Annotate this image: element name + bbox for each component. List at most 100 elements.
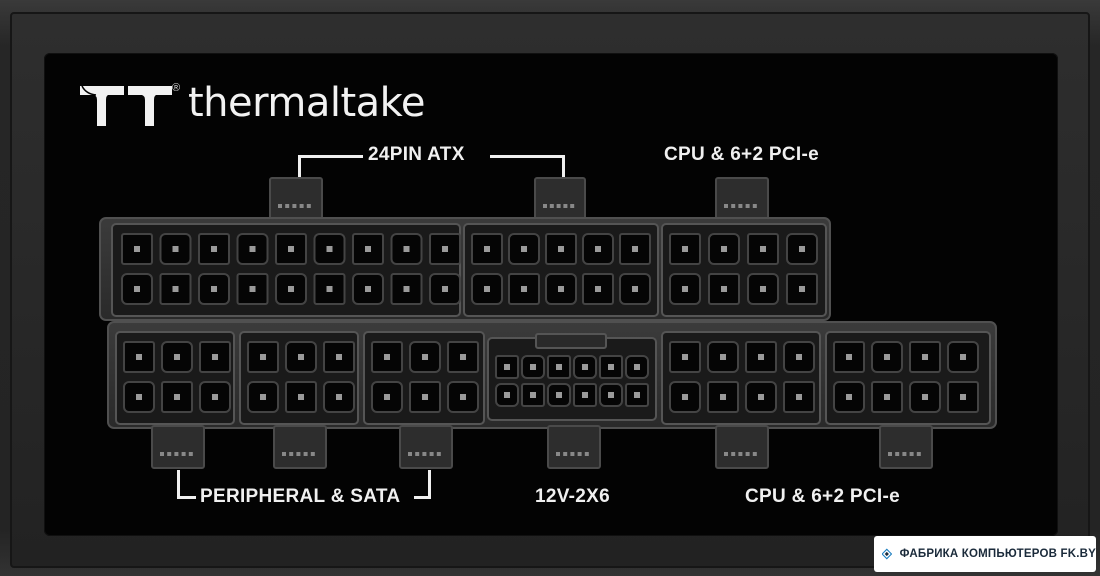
pin-contact [384,394,390,400]
latch-dot [745,204,750,208]
registered-mark: ® [172,82,181,94]
pin-contact [212,394,218,400]
pin-contact [298,354,304,360]
latch-dot [408,452,412,456]
atx-bracket-right [490,155,565,188]
latch-dot [306,204,311,208]
pin-contact [960,394,966,400]
pin-contact [249,246,256,252]
pin-contact [530,392,536,398]
pin-contact [720,354,726,360]
brand-name: thermaltake [188,80,426,126]
pin-contact [134,286,140,292]
pin-contact [682,394,688,400]
latch-dot [577,452,582,456]
latch-dot [415,452,420,456]
latch-dot [752,204,757,208]
latch-dot [563,204,568,208]
pin-contact [582,364,588,370]
pin-contact [682,286,688,292]
latch-dot [745,452,750,456]
pin-contact [682,246,688,252]
connector-latch [399,425,453,469]
latch-dot [549,204,554,208]
pin-contact [484,286,490,292]
pin-contact [595,286,601,292]
fk-logo-icon [882,548,892,560]
latch-dot [167,452,172,456]
pin-contact [558,246,564,252]
pin-contact [460,394,466,400]
pin-contact [172,286,179,292]
pin-contact [422,394,428,400]
pin-contact [298,394,304,400]
connector-latch [547,425,601,469]
latch-dot [731,452,736,456]
pin-contact [249,286,256,292]
pin-contact [760,286,766,292]
pin-contact [460,354,466,360]
pin-contact [558,286,564,292]
pin-contact [960,354,966,360]
pin-contact [556,364,562,370]
latch-dot [570,452,575,456]
latch-dot [278,204,282,208]
latch-dot [303,452,308,456]
cpu-pcie-bottom-block-1 [661,331,821,425]
pin-contact [521,286,527,292]
pin-contact [442,246,448,252]
pin-contact [174,394,180,400]
label-peripheral-sata: PERIPHERAL & SATA [200,486,401,507]
latch-dot [738,452,743,456]
pin-contact [504,392,510,398]
latch-dot [160,452,164,456]
pin-contact [336,394,342,400]
pin-contact [760,246,766,252]
pin-contact [582,392,588,398]
connector-latch [273,425,327,469]
tt-logo-icon [80,86,172,126]
pin-contact [884,394,890,400]
peripheral-bracket-right [414,470,431,499]
latch-dot [285,204,290,208]
pin-contact [634,364,640,370]
connector-latch [269,177,323,221]
peripheral-bracket-left [177,470,196,499]
latch-dot [563,452,568,456]
pin-contact [556,392,562,398]
latch-dot [429,452,434,456]
latch-dot [724,204,728,208]
watermark-badge: ФАБРИКА КОМПЬЮТЕРОВ FK.BY [874,536,1096,572]
pin-contact [442,286,448,292]
latch-dot [909,452,914,456]
connector-latch [879,425,933,469]
latch-dot [738,204,743,208]
latch-dot [422,452,427,456]
pin-contact [326,286,333,292]
pin-contact [846,354,852,360]
12v-2x6-sense-bar [535,333,607,349]
pin-contact [884,354,890,360]
pin-contact [796,394,802,400]
pin-contact [799,246,805,252]
pin-contact [288,286,294,292]
pin-contact [326,246,333,252]
pin-contact [846,394,852,400]
latch-dot [299,204,304,208]
pin-contact [721,286,727,292]
connector-latch [534,177,586,221]
pin-contact [758,394,764,400]
pin-contact [211,286,217,292]
pin-contact [608,392,614,398]
latch-dot [436,452,441,456]
cpu-pcie-top-block [661,223,827,317]
latch-dot [292,204,297,208]
pin-contact [365,246,371,252]
pin-contact [521,246,527,252]
watermark-text: ФАБРИКА КОМПЬЮТЕРОВ FK.BY [899,548,1096,560]
pin-contact [260,394,266,400]
latch-dot [895,452,900,456]
latch-dot [902,452,907,456]
latch-dot [310,452,315,456]
latch-dot [188,452,193,456]
